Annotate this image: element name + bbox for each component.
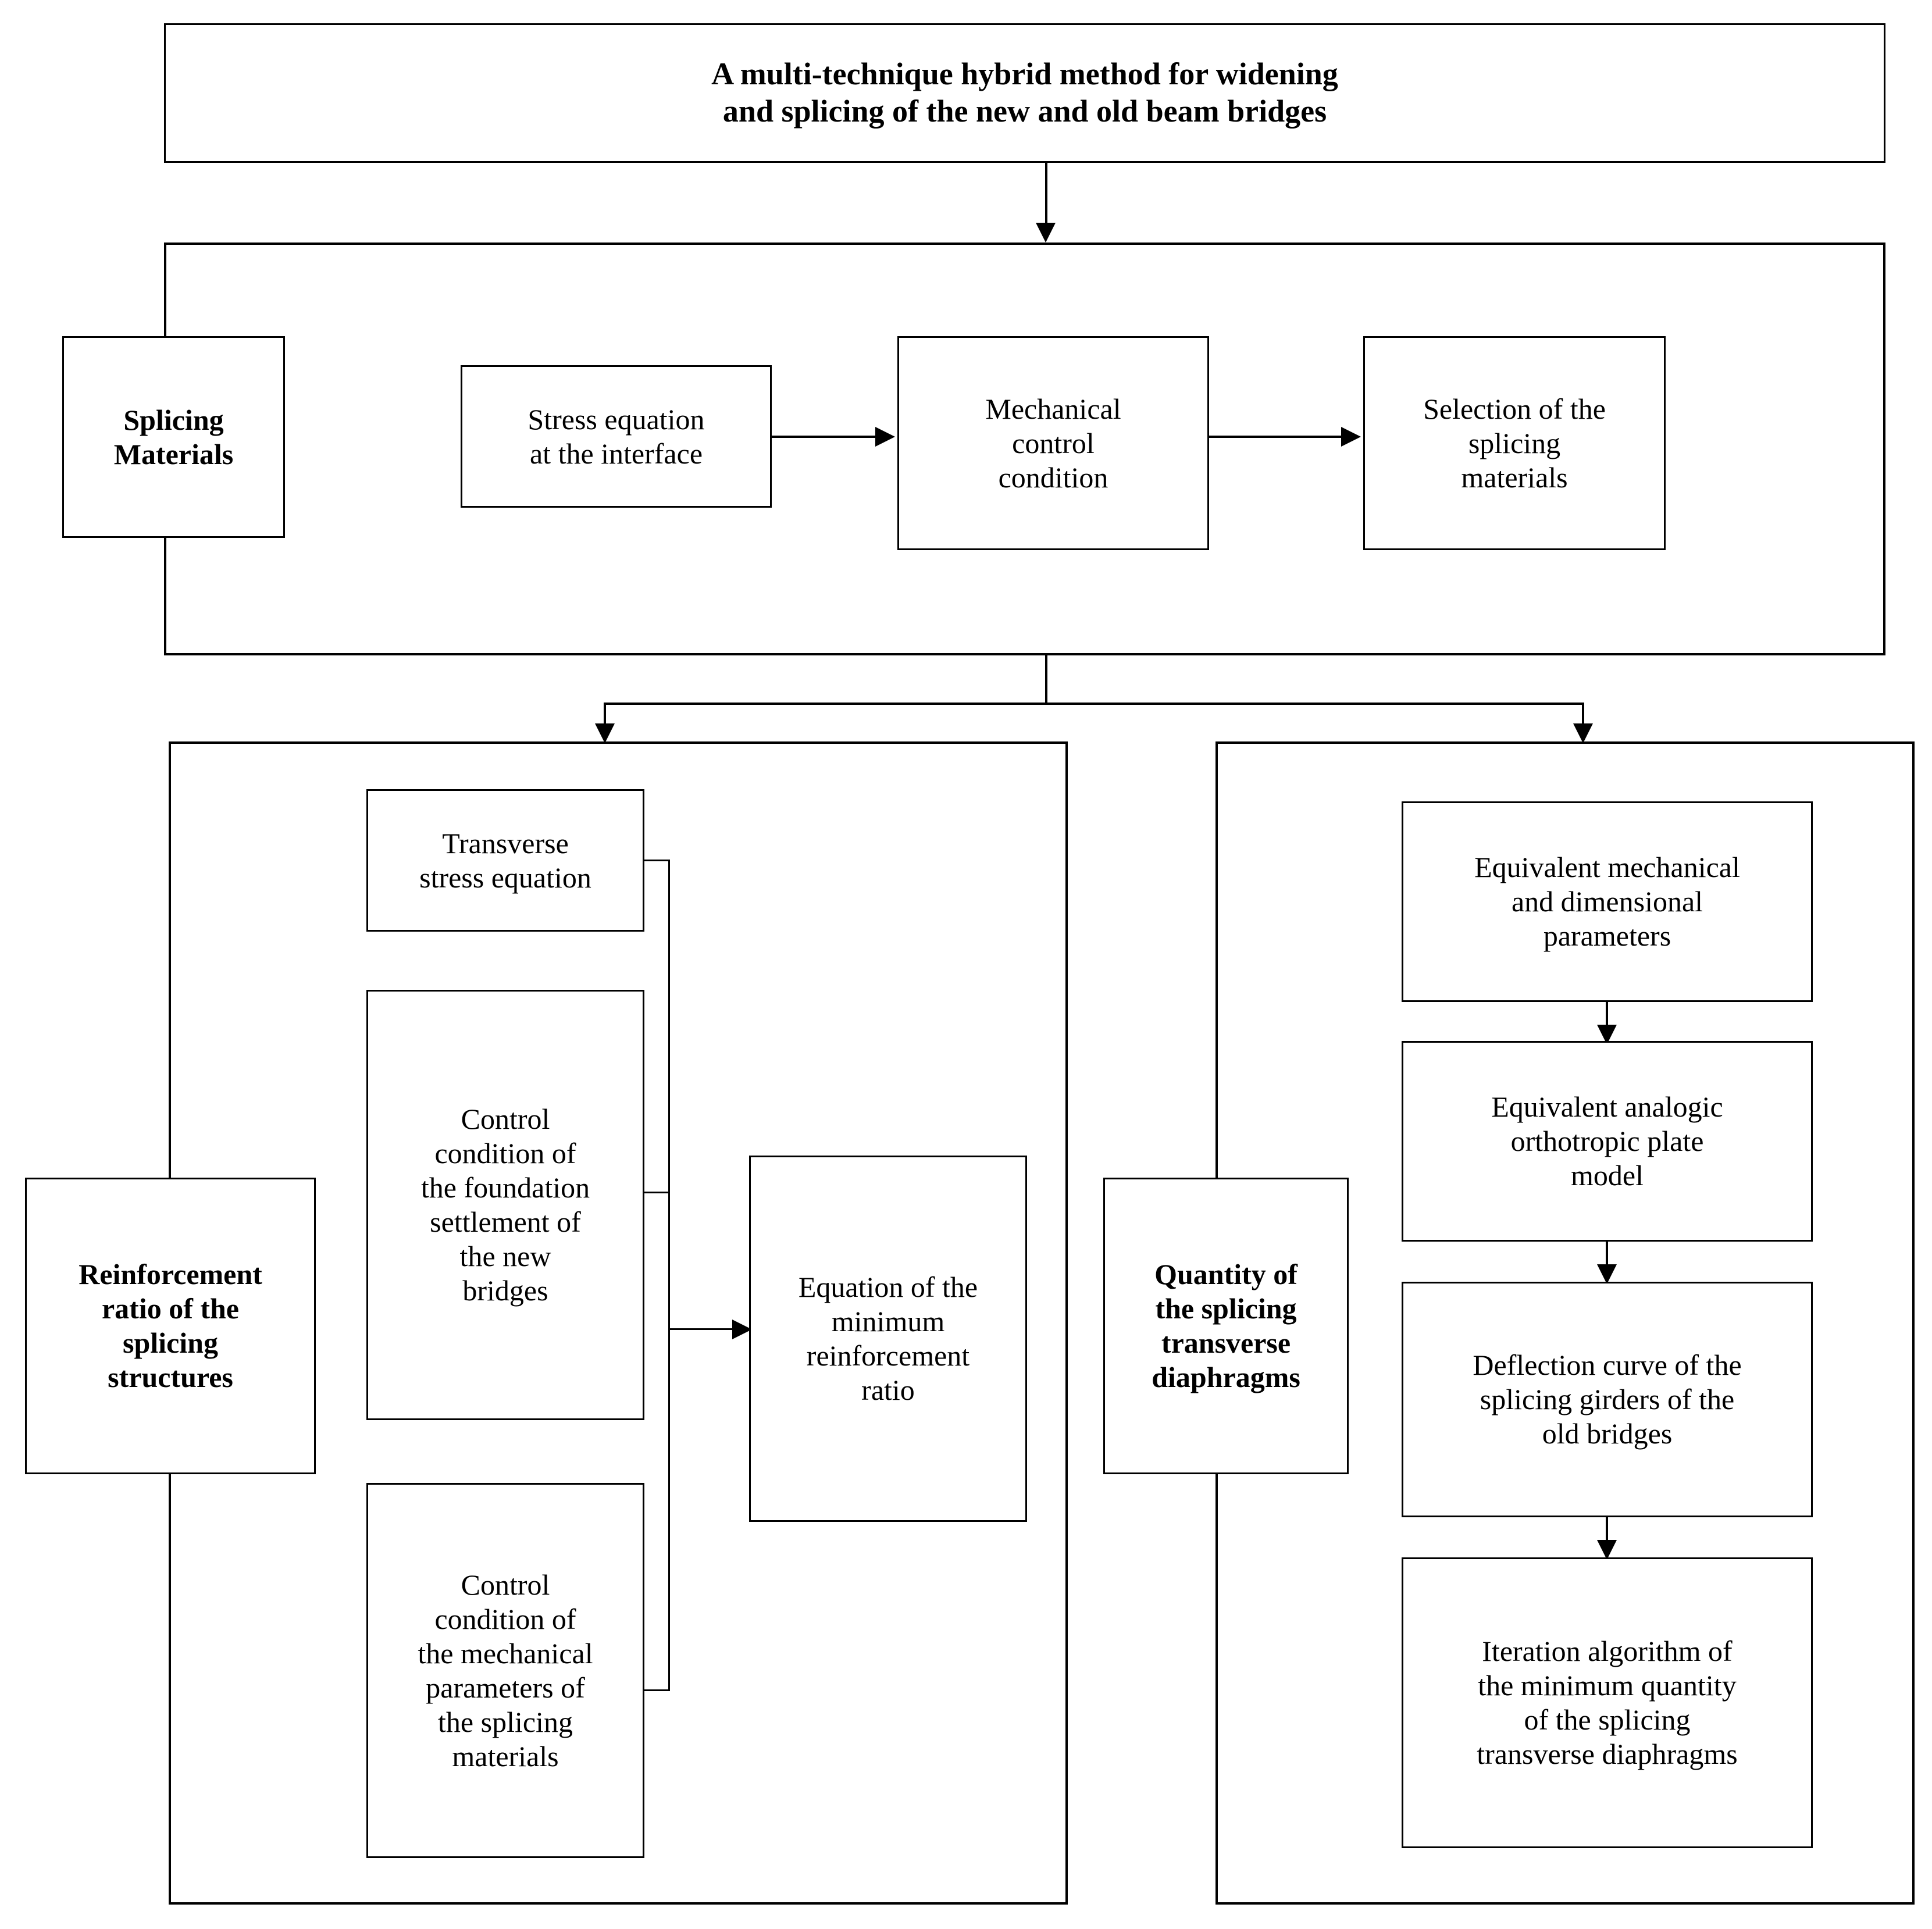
node-equivalent-analogic-orthotropic-plate-model: Equivalent analogic orthotropic plate mo… [1402, 1041, 1813, 1242]
node-selection-splicing-materials-text: Selection of the splicing materials [1423, 392, 1606, 494]
connector-split-left-drop [604, 703, 606, 736]
label-reinforcement-ratio: Reinforcement ratio of the splicing stru… [25, 1178, 316, 1474]
title-text: A multi-technique hybrid method for wide… [711, 56, 1338, 129]
arrow-merge-to-equation-icon [732, 1320, 752, 1339]
connector-parameters-to-plate-model [1606, 1002, 1608, 1030]
label-reinforcement-ratio-text: Reinforcement ratio of the splicing stru… [79, 1258, 262, 1393]
node-transverse-stress-equation: Transverse stress equation [366, 789, 644, 932]
node-stress-equation-interface: Stress equation at the interface [461, 365, 772, 508]
node-selection-splicing-materials: Selection of the splicing materials [1363, 336, 1666, 550]
node-equation-minimum-reinforcement-ratio: Equation of the minimum reinforcement ra… [749, 1156, 1027, 1522]
connector-stub-foundation-settlement [644, 1192, 670, 1193]
node-stress-equation-interface-text: Stress equation at the interface [527, 402, 705, 470]
connector-title-to-materials [1045, 163, 1047, 224]
label-splicing-materials: Splicing Materials [62, 336, 285, 538]
connector-stub-transverse-stress [644, 860, 670, 861]
node-deflection-curve-splicing-girders: Deflection curve of the splicing girders… [1402, 1282, 1813, 1517]
arrow-title-to-materials-icon [1036, 223, 1056, 243]
node-mechanical-control-condition: Mechanical control condition [897, 336, 1209, 550]
node-transverse-stress-equation-text: Transverse stress equation [419, 826, 591, 894]
node-mechanical-control-condition-text: Mechanical control condition [985, 392, 1121, 494]
node-equation-minimum-reinforcement-ratio-text: Equation of the minimum reinforcement ra… [798, 1271, 978, 1406]
node-equivalent-mechanical-dimensional-parameters-text: Equivalent mechanical and dimensional pa… [1474, 851, 1740, 952]
node-control-condition-foundation-settlement: Control condition of the foundation sett… [366, 990, 644, 1420]
node-equivalent-analogic-orthotropic-plate-model-text: Equivalent analogic orthotropic plate mo… [1491, 1090, 1723, 1192]
connector-split-horizontal-bar [604, 703, 1584, 705]
node-deflection-curve-splicing-girders-text: Deflection curve of the splicing girders… [1473, 1349, 1742, 1450]
arrow-mechanical-to-selection-icon [1341, 427, 1361, 447]
arrow-split-left-icon [595, 723, 615, 743]
node-equivalent-mechanical-dimensional-parameters: Equivalent mechanical and dimensional pa… [1402, 801, 1813, 1002]
label-splicing-materials-text: Splicing Materials [113, 403, 234, 470]
arrow-deflection-curve-to-iteration-icon [1597, 1540, 1617, 1560]
connector-deflection-curve-to-iteration [1606, 1517, 1608, 1545]
connector-merge-spine [668, 860, 670, 1691]
connector-plate-model-to-deflection-curve [1606, 1242, 1608, 1270]
title-box: A multi-technique hybrid method for wide… [164, 23, 1885, 163]
label-transverse-diaphragms: Quantity of the splicing transverse diap… [1103, 1178, 1349, 1474]
label-transverse-diaphragms-text: Quantity of the splicing transverse diap… [1152, 1258, 1300, 1393]
node-control-condition-foundation-settlement-text: Control condition of the foundation sett… [420, 1103, 590, 1307]
arrow-plate-model-to-deflection-curve-icon [1597, 1264, 1617, 1284]
connector-mechanical-to-selection [1209, 436, 1341, 438]
connector-stress-to-mechanical [772, 436, 875, 438]
node-iteration-algorithm-minimum-quantity-text: Iteration algorithm of the minimum quant… [1477, 1635, 1738, 1770]
connector-split-right-drop [1582, 703, 1584, 736]
node-control-condition-mechanical-parameters: Control condition of the mechanical para… [366, 1483, 644, 1858]
arrow-stress-to-mechanical-icon [875, 427, 895, 447]
node-iteration-algorithm-minimum-quantity: Iteration algorithm of the minimum quant… [1402, 1557, 1813, 1848]
connector-split-vertical-stem [1045, 655, 1047, 705]
connector-stub-mechanical-parameters [644, 1689, 670, 1691]
arrow-split-right-icon [1573, 723, 1593, 743]
node-control-condition-mechanical-parameters-text: Control condition of the mechanical para… [418, 1568, 593, 1773]
connector-merge-to-equation [668, 1328, 732, 1330]
